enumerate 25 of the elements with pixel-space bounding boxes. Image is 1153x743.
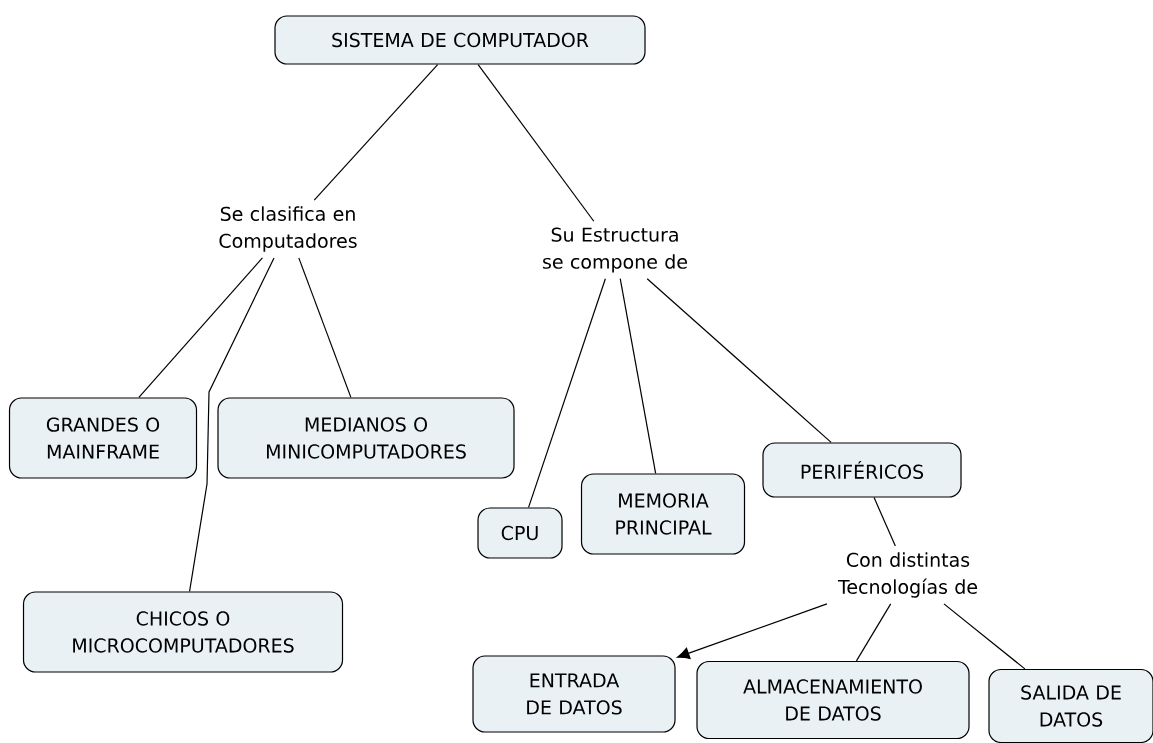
connector: [313, 64, 439, 201]
connector: [138, 257, 264, 398]
connector: [943, 603, 1026, 670]
concept-box: SISTEMA DE COMPUTADOR: [274, 15, 646, 65]
link-phrase: Con distintas Tecnologías de: [837, 552, 978, 598]
concept-box: PERIFÉRICOS: [762, 442, 962, 498]
link-phrase: Se clasifica en Computadores: [219, 206, 357, 252]
concept-box: SALIDA DE DATOS: [988, 668, 1153, 743]
connector: [189, 257, 275, 592]
connector: [619, 278, 657, 474]
connector: [528, 278, 606, 508]
link-phrase: Su Estructura se compone de: [543, 227, 687, 273]
connector: [873, 497, 896, 547]
concept-box: ALMACENAMIENTO DE DATOS: [696, 660, 970, 740]
concept-box: GRANDES O MAINFRAME: [8, 397, 198, 479]
connector: [855, 603, 892, 662]
concept-box: ENTRADA DE DATOS: [472, 655, 676, 733]
connector: [676, 603, 828, 659]
connector: [298, 257, 352, 398]
concept-box: CHICOS O MICROCOMPUTADORES: [22, 591, 344, 673]
connector: [646, 278, 832, 443]
concept-box: MEMORIA PRINCIPAL: [580, 473, 746, 555]
concept-box: CPU: [477, 507, 563, 559]
connector: [477, 64, 595, 222]
concept-box: MEDIANOS O MINICOMPUTADORES: [217, 397, 515, 479]
